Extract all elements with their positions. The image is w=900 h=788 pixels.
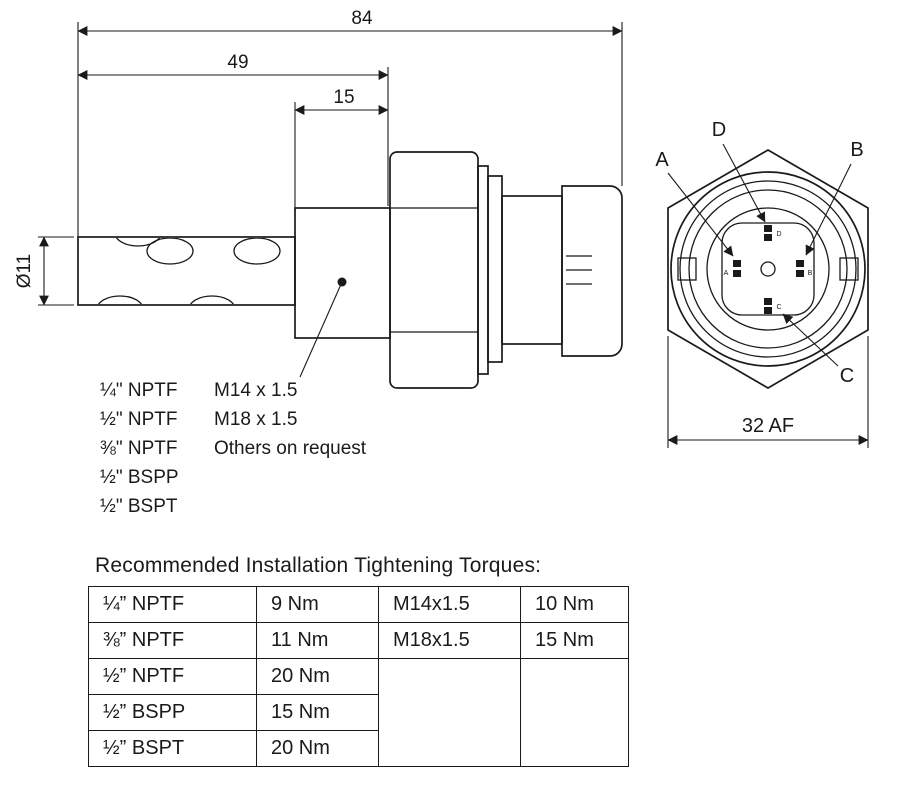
- dim-15-label: 15: [333, 87, 354, 108]
- technical-drawing: 84 49 15 Ø11: [14, 8, 869, 448]
- thread-metric: Others on request: [214, 438, 367, 459]
- connector-cap: [561, 185, 623, 357]
- connector-insert: [721, 222, 815, 316]
- pin-a: A: [724, 260, 741, 277]
- pin-b-letter: B: [808, 270, 813, 277]
- table-cell: 15 Nm: [520, 622, 629, 659]
- dim-49-label: 49: [227, 52, 248, 73]
- front-view: A B D C A D: [655, 119, 869, 448]
- dim-af-label: 32 AF: [742, 415, 794, 437]
- thread-row: ½" NPTF M18 x 1.5: [100, 405, 366, 434]
- table-cell: ½” NPTF: [88, 658, 257, 695]
- callout-a: A: [655, 149, 734, 257]
- torque-row: ½” BSPT 20 Nm: [88, 730, 629, 767]
- pin-a-letter: A: [724, 270, 729, 277]
- table-cell: ½” BSPT: [88, 730, 257, 767]
- thread-row: ½" BSPT: [100, 492, 366, 521]
- dimension-af: 32 AF: [667, 336, 869, 448]
- thread-size: ½" NPTF: [100, 409, 178, 430]
- dimension-15: 15: [294, 87, 389, 212]
- thread-size: ½" BSPP: [100, 467, 179, 488]
- table-cell: M14x1.5: [378, 586, 521, 623]
- dim-diameter-label: Ø11: [14, 254, 35, 289]
- hex-nut-side: [389, 151, 479, 389]
- center-hole: [760, 261, 776, 277]
- thread-section: [294, 207, 391, 378]
- pin-d-letter: D: [776, 231, 781, 238]
- torque-row: ⅜” NPTF 11 Nm M18x1.5 15 Nm: [88, 622, 629, 659]
- callout-c-label: C: [840, 365, 854, 387]
- torque-row: ¼” NPTF 9 Nm M14x1.5 10 Nm: [88, 586, 629, 623]
- pin-d: D: [764, 225, 782, 241]
- callout-c: C: [782, 313, 854, 387]
- hexagon-outline: [667, 149, 869, 389]
- leader-line: [299, 281, 343, 378]
- probe-body: [77, 236, 296, 306]
- thread-size: ¼" NPTF: [100, 380, 178, 401]
- torque-table-title: Recommended Installation Tightening Torq…: [95, 554, 542, 577]
- callout-a-label: A: [655, 149, 669, 171]
- callout-b-label: B: [850, 139, 863, 161]
- ring-circle-3: [706, 207, 830, 331]
- table-cell: ⅜” NPTF: [88, 622, 257, 659]
- table-cell: 10 Nm: [520, 586, 629, 623]
- key-tab-right: [839, 257, 859, 281]
- torque-row: ½” NPTF 20 Nm: [88, 658, 629, 767]
- pin-c: C: [764, 298, 782, 314]
- torque-table: ¼” NPTF 9 Nm M14x1.5 10 Nm ⅜” NPTF 11 Nm…: [88, 586, 629, 767]
- key-tab-left: [677, 257, 697, 281]
- table-cell: 11 Nm: [256, 622, 379, 659]
- empty-cell: [378, 658, 521, 767]
- empty-cell: [520, 658, 629, 767]
- callout-b: B: [805, 139, 864, 256]
- side-view: 84 49 15 Ø11: [14, 8, 623, 389]
- table-cell: 20 Nm: [256, 658, 379, 695]
- callout-d: D: [712, 119, 766, 223]
- thread-size: ½" BSPT: [100, 496, 178, 517]
- callout-d-label: D: [712, 119, 726, 141]
- ring-circle-1: [679, 180, 857, 358]
- dimension-diameter: Ø11: [14, 236, 74, 306]
- thread-row: ½" BSPP: [100, 463, 366, 492]
- table-cell: 15 Nm: [256, 694, 379, 731]
- pin-c-letter: C: [776, 304, 781, 311]
- outer-circle: [670, 171, 866, 367]
- table-cell: 9 Nm: [256, 586, 379, 623]
- pin-b: B: [796, 260, 813, 277]
- table-cell: ¼” NPTF: [88, 586, 257, 623]
- dimension-84: 84: [77, 8, 623, 237]
- thread-row: ¼" NPTF M14 x 1.5: [100, 376, 366, 405]
- thread-row: ⅜" NPTF Others on request: [100, 434, 366, 463]
- table-cell: 20 Nm: [256, 730, 379, 767]
- cylinder-body: [501, 195, 563, 345]
- dimension-49: 49: [77, 52, 389, 206]
- thread-metric: M14 x 1.5: [214, 380, 298, 401]
- table-cell: ½” BSPP: [88, 694, 257, 731]
- dim-84-label: 84: [351, 8, 373, 29]
- thread-options-list: ¼" NPTF M14 x 1.5 ½" NPTF M18 x 1.5 ⅜" N…: [100, 376, 366, 521]
- table-cell: M18x1.5: [378, 622, 521, 659]
- thread-metric: M18 x 1.5: [214, 409, 298, 430]
- washer-stack: [477, 165, 503, 375]
- thread-size: ⅜" NPTF: [100, 438, 178, 459]
- ring-circle-2: [688, 189, 848, 349]
